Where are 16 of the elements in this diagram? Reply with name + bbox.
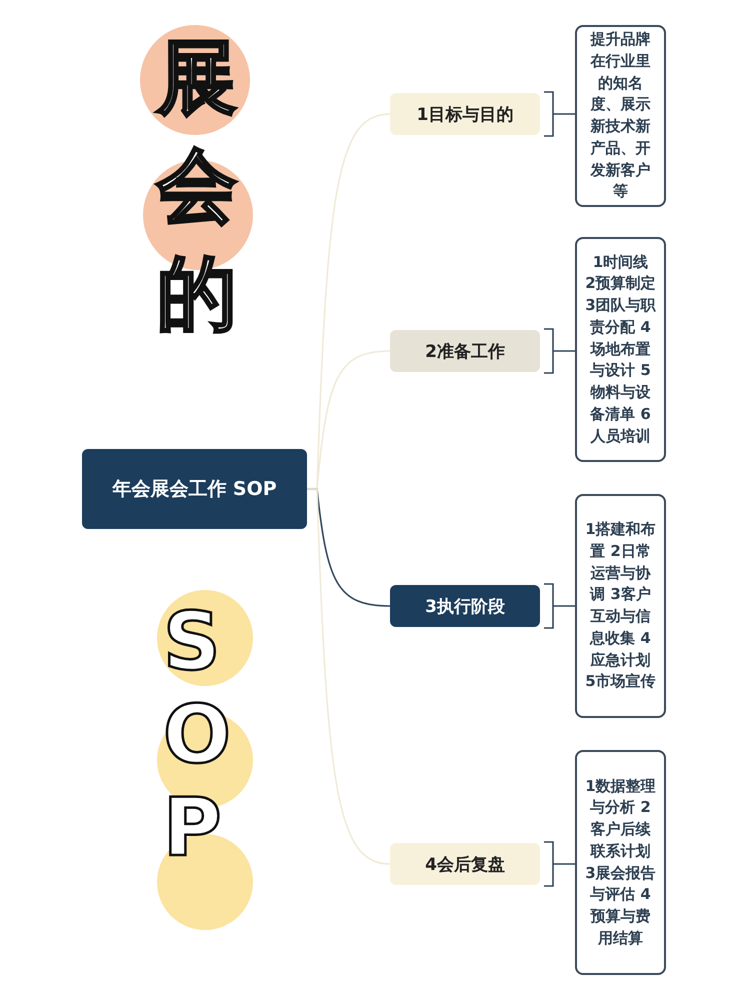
detail-box: 1时间线 2预算制定 3团队与职责分配 4场地布置与设计 5物料与设备清单 6人员培训 (575, 237, 666, 462)
title-text: SOP (163, 595, 253, 874)
bracket-line (543, 583, 576, 629)
branch-line (307, 488, 390, 865)
detail-box: 1搭建和布置 2日常运营与协调 3客户互动与信息收集 4应急计划 5市场宣传 (575, 494, 666, 718)
bracket-line (543, 91, 576, 137)
bracket-line (543, 841, 576, 887)
topic-box: 2准备工作 (390, 330, 540, 372)
central-topic-box: 年会展会工作 SOP (82, 449, 307, 529)
topic-box: 3执行阶段 (390, 585, 540, 627)
title-text: 展会的 (157, 30, 247, 342)
topic-box: 1目标与目的 (390, 93, 540, 135)
detail-box: 1数据整理与分析 2客户后续联系计划 3展会报告与评估 4预算与费用结算 (575, 750, 666, 975)
bracket-line (543, 328, 576, 374)
topic-box: 4会后复盘 (390, 843, 540, 885)
detail-box: 提升品牌在行业里的知名度、展示新技术新产品、开发新客户等 (575, 25, 666, 207)
